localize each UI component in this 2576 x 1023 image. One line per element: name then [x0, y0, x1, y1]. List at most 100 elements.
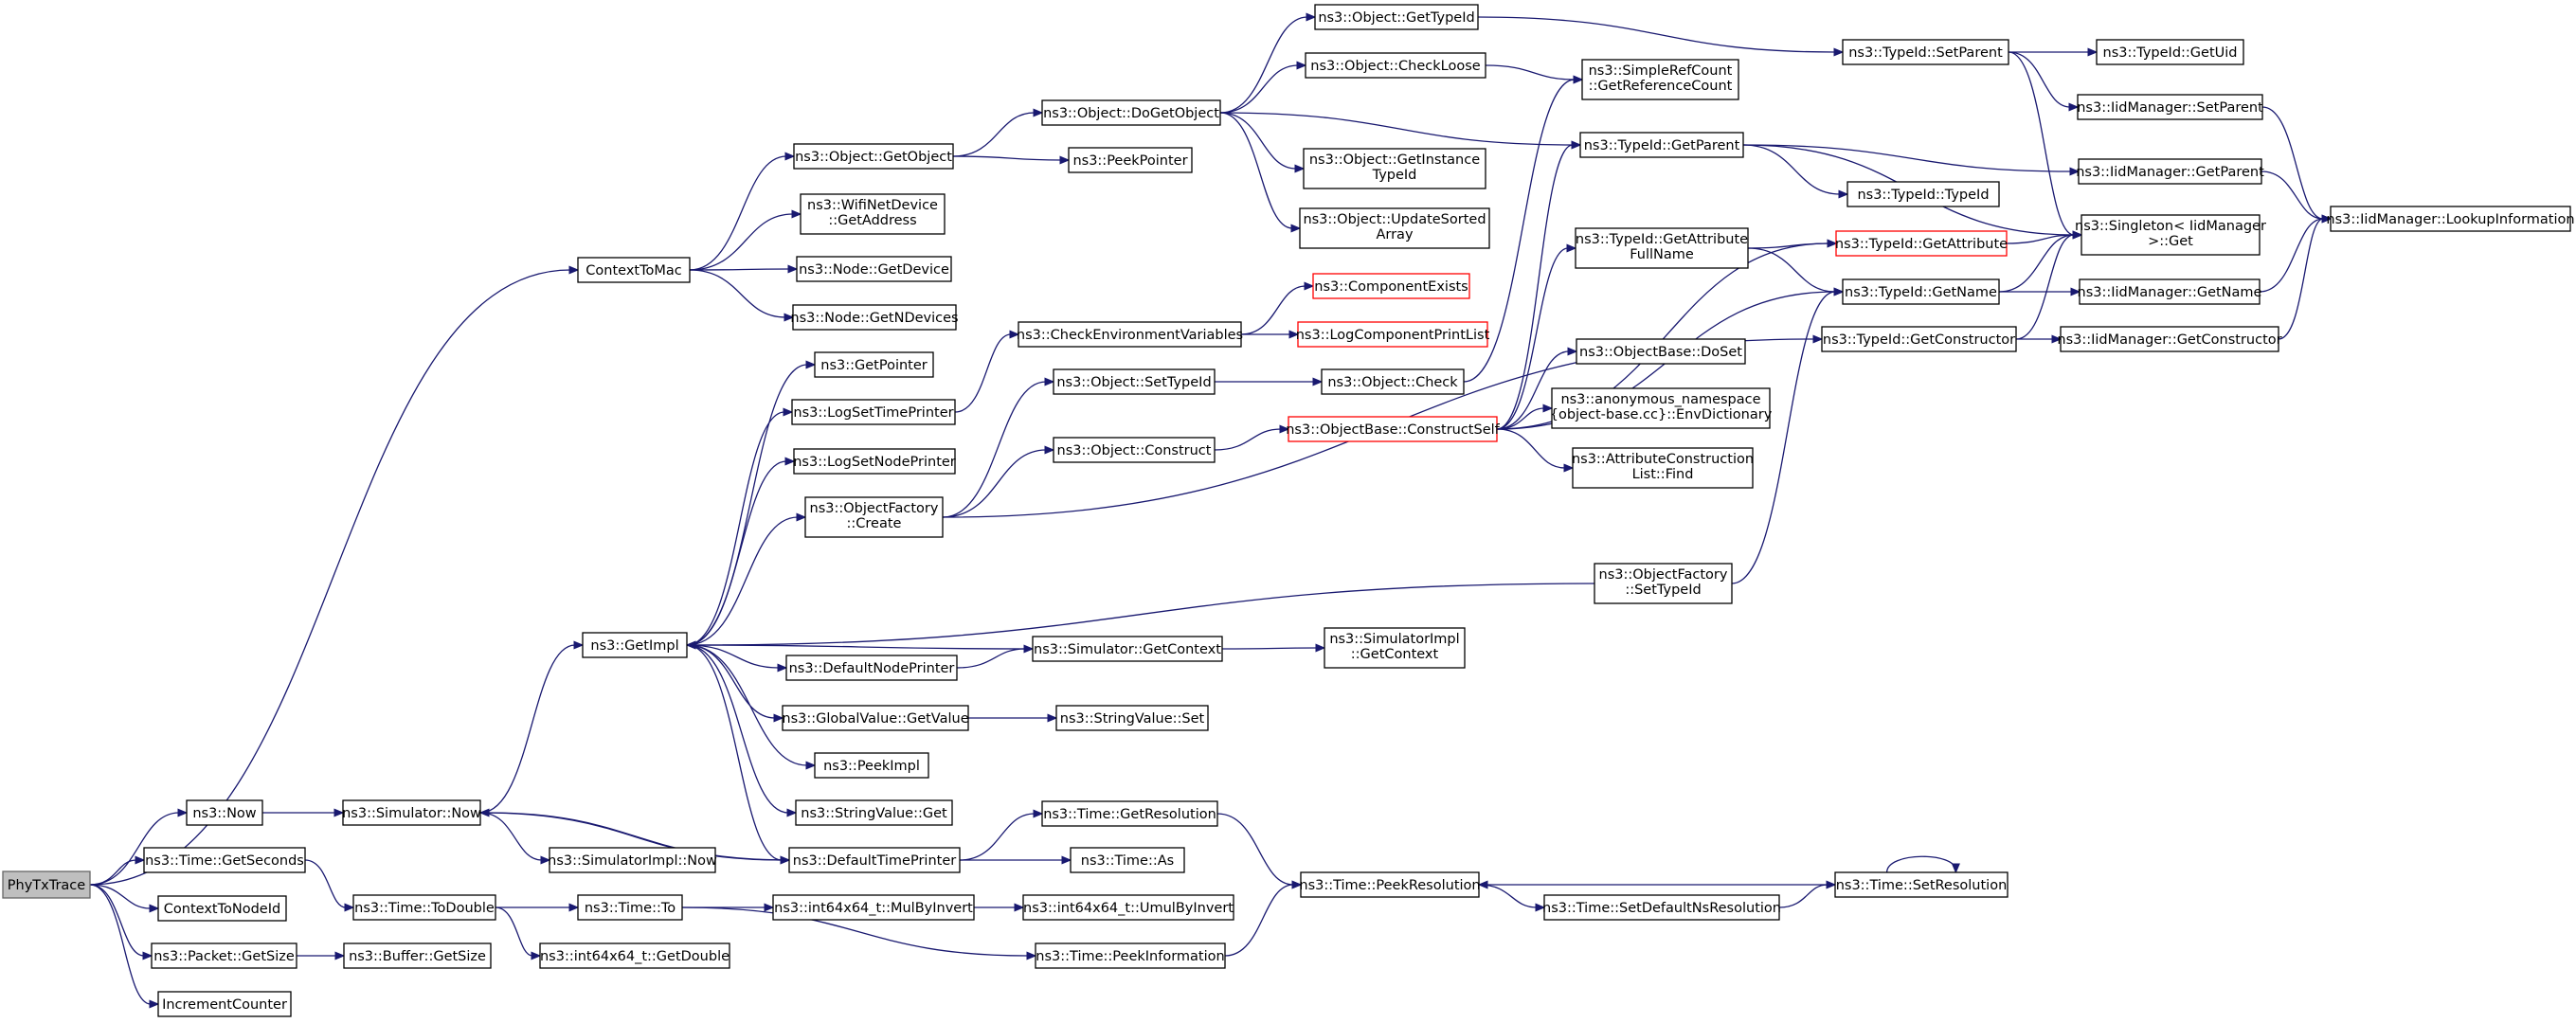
node-incrementcounter[interactable]: IncrementCounter	[157, 991, 292, 1017]
node-defaultnodeprinter[interactable]: ns3::DefaultNodePrinter	[785, 655, 958, 681]
node-label-timepeekinformation-0: ns3::Time::PeekInformation	[1036, 949, 1224, 964]
node-int64umulbyinvert[interactable]: ns3::int64x64_t::UmulByInvert	[1022, 894, 1234, 921]
node-objectfactorycreate[interactable]: ns3::ObjectFactory::Create	[804, 496, 944, 538]
node-stringvalueset[interactable]: ns3::StringValue::Set	[1055, 705, 1209, 731]
node-typeidgetattribute[interactable]: ns3::TypeId::GetAttribute	[1835, 230, 2008, 257]
node-typeidsetparent[interactable]: ns3::TypeId::SetParent	[1842, 39, 2009, 65]
node-globalvaluegetvalue[interactable]: ns3::GlobalValue::GetValue	[782, 705, 969, 731]
node-packetgetsize[interactable]: ns3::Packet::GetSize	[151, 942, 297, 969]
node-timegetresolution[interactable]: ns3::Time::GetResolution	[1041, 800, 1218, 827]
node-simplerefcount[interactable]: ns3::SimpleRefCount::GetReferenceCount	[1581, 59, 1739, 100]
node-iidmanagersetparent[interactable]: ns3::IidManager::SetParent	[2077, 94, 2263, 120]
node-box-envdictionary	[1551, 387, 1771, 429]
node-contexttonodeid[interactable]: ContextToNodeId	[157, 895, 287, 922]
node-defaulttimeprinter[interactable]: ns3::DefaultTimePrinter	[788, 847, 961, 873]
node-box-now	[186, 799, 263, 826]
node-box-incrementcounter	[157, 991, 292, 1017]
node-box-typeidsetparent	[1842, 39, 2009, 65]
node-logsettimeprinter[interactable]: ns3::LogSetTimePrinter	[791, 399, 956, 425]
node-objectcheckloose[interactable]: ns3::Object::CheckLoose	[1305, 52, 1486, 79]
edge-objectdogetobject-to-objectcheckloose	[1219, 61, 1307, 114]
node-timeto[interactable]: ns3::Time::To	[577, 894, 683, 921]
node-timeas[interactable]: ns3::Time::As	[1070, 847, 1185, 873]
node-label-objectsettypeid-0: ns3::Object::SetTypeId	[1056, 375, 1211, 390]
node-label-int64getdouble-0: ns3::int64x64_t::GetDouble	[540, 949, 730, 964]
node-buffergetsize[interactable]: ns3::Buffer::GetSize	[343, 942, 492, 969]
node-peekpointer[interactable]: ns3::PeekPointer	[1068, 147, 1193, 173]
node-objectgettypeid[interactable]: ns3::Object::GetTypeId	[1314, 4, 1479, 30]
node-objectgetobject[interactable]: ns3::Object::GetObject	[793, 143, 954, 170]
edge-typeidsetparent-to-typeidgetuid	[2009, 47, 2099, 57]
node-typeidgetconstructor[interactable]: ns3::TypeId::GetConstructor	[1821, 326, 2017, 352]
node-phytxtrace[interactable]: PhyTxTrace	[2, 870, 91, 899]
node-typeidtypeid[interactable]: ns3::TypeId::TypeId	[1846, 181, 2000, 207]
node-gettimeseconds[interactable]: ns3::Time::GetSeconds	[143, 847, 306, 873]
node-simulatorgetcontext[interactable]: ns3::Simulator::GetContext	[1032, 636, 1223, 662]
node-objectconstruct[interactable]: ns3::Object::Construct	[1053, 437, 1216, 463]
edge-getimpl-to-defaulttimeprinter	[686, 644, 791, 865]
node-nodegetndevices[interactable]: ns3::Node::GetNDevices	[790, 304, 959, 331]
node-wifinetdevicegetaddress[interactable]: ns3::WifiNetDevice::GetAddress	[800, 193, 946, 235]
node-nodegetdevice[interactable]: ns3::Node::GetDevice	[796, 256, 952, 282]
node-objectfactorysettypeid[interactable]: ns3::ObjectFactory::SetTypeId	[1594, 563, 1733, 604]
node-iidmanagergetparent[interactable]: ns3::IidManager::GetParent	[2076, 158, 2264, 185]
node-logcomponentprintlist[interactable]: ns3::LogComponentPrintList	[1296, 321, 1490, 348]
node-label-envdictionary-0: ns3::anonymous_namespace	[1560, 392, 1760, 407]
node-timepeekresolution[interactable]: ns3::Time::PeekResolution	[1299, 871, 1481, 898]
node-simulatornow[interactable]: ns3::Simulator::Now	[342, 799, 481, 826]
edge-contexttomac-to-nodegetdevice	[689, 264, 799, 274]
node-stringvalueget[interactable]: ns3::StringValue::Get	[795, 799, 953, 826]
edge-defaulttimeprinter-to-simulatornow	[478, 808, 790, 861]
node-simulatorimplgetcontext[interactable]: ns3::SimulatorImpl::GetContext	[1324, 627, 1466, 669]
edge-simulatornow-to-simulatorimplnow	[479, 812, 551, 865]
node-typeidgetparent[interactable]: ns3::TypeId::GetParent	[1579, 132, 1744, 158]
node-iidmanagergetname[interactable]: ns3::IidManager::GetName	[2078, 278, 2262, 305]
node-objectbaseconstructself[interactable]: ns3::ObjectBase::ConstructSelf	[1286, 416, 1501, 442]
node-box-objectfactorysettypeid	[1594, 563, 1733, 604]
node-objectbasedoset[interactable]: ns3::ObjectBase::DoSet	[1576, 338, 1746, 365]
node-iidmanagerlookup[interactable]: ns3::IidManager::LookupInformation	[2326, 206, 2575, 232]
node-label-wifinetdevicegetaddress-1: ::GetAddress	[828, 213, 916, 228]
node-now[interactable]: ns3::Now	[186, 799, 263, 826]
node-box-typeidgetname	[1842, 278, 2000, 305]
node-singletonget[interactable]: ns3::Singleton< IidManager >::Get	[2075, 214, 2266, 256]
node-label-simulatorimplgetcontext-0: ns3::SimulatorImpl	[1329, 632, 1459, 647]
node-label-iidmanagergetname-0: ns3::IidManager::GetName	[2078, 285, 2262, 300]
node-timesetdefaultnsresolution[interactable]: ns3::Time::SetDefaultNsResolution	[1542, 894, 1781, 921]
node-box-objectgetobject	[793, 143, 954, 170]
node-timesetresolution[interactable]: ns3::Time::SetResolution	[1834, 871, 2009, 898]
node-timepeekinformation[interactable]: ns3::Time::PeekInformation	[1035, 942, 1226, 969]
node-objectsettypeid[interactable]: ns3::Object::SetTypeId	[1053, 368, 1216, 395]
node-getimpl[interactable]: ns3::GetImpl	[582, 632, 688, 658]
node-simulatorimplnow[interactable]: ns3::SimulatorImpl::Now	[548, 847, 717, 873]
node-timetodouble[interactable]: ns3::Time::ToDouble	[352, 894, 496, 921]
edge-phytxtrace-to-incrementcounter	[89, 884, 160, 1009]
node-envdictionary[interactable]: ns3::anonymous_namespace{object-base.cc}…	[1550, 387, 1773, 429]
node-checkenvvars[interactable]: ns3::CheckEnvironmentVariables	[1017, 321, 1243, 348]
edge-typeidsetparent-to-singletonget	[2008, 51, 2083, 240]
node-objectcheck[interactable]: ns3::Object::Check	[1321, 368, 1465, 395]
node-getpointer[interactable]: ns3::GetPointer	[814, 351, 934, 378]
node-int64mulbyinvert[interactable]: ns3::int64x64_t::MulByInvert	[772, 894, 975, 921]
edge-simulatorgetcontext-to-getimpl	[685, 640, 1034, 650]
node-logsetnodeprinter[interactable]: ns3::LogSetNodePrinter	[793, 448, 956, 475]
node-objectdogetobject[interactable]: ns3::Object::DoGetObject	[1041, 99, 1221, 126]
edge-objectsettypeid-to-objectcheck	[1215, 377, 1324, 386]
node-int64getdouble[interactable]: ns3::int64x64_t::GetDouble	[539, 942, 730, 969]
node-contexttomac[interactable]: ContextToMac	[577, 257, 691, 283]
edge-objectdogetobject-to-objectgettypeid	[1219, 12, 1317, 114]
node-componentexists[interactable]: ns3::ComponentExists	[1312, 273, 1470, 299]
node-typeidgetuid[interactable]: ns3::TypeId::GetUid	[2096, 39, 2244, 65]
node-iidmanagergetconstructor[interactable]: ns3::IidManager::GetConstructor	[2057, 326, 2282, 352]
edge-objectfactorysettypeid-to-typeidgetname	[1731, 287, 1845, 584]
edge-checkenvvars-to-logcomponentprintlist	[1241, 330, 1300, 339]
node-label-objectbasedoset-0: ns3::ObjectBase::DoSet	[1579, 345, 1742, 360]
node-box-peekpointer	[1068, 147, 1193, 173]
node-peekimpl[interactable]: ns3::PeekImpl	[814, 752, 929, 779]
node-typeidgetname[interactable]: ns3::TypeId::GetName	[1842, 278, 2000, 305]
node-label-objectconstruct-0: ns3::Object::Construct	[1057, 443, 1212, 458]
